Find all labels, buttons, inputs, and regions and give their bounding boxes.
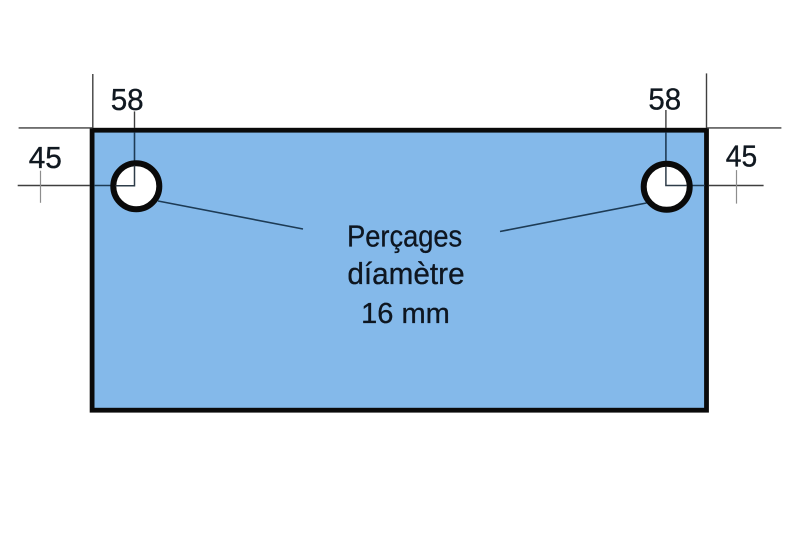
svg-text:45: 45 [29, 141, 62, 175]
svg-text:díamètre: díamètre [347, 258, 464, 291]
svg-text:58: 58 [111, 82, 144, 117]
svg-text:Perçages: Perçages [347, 220, 462, 253]
svg-text:45: 45 [726, 140, 757, 174]
svg-text:58: 58 [648, 82, 681, 117]
svg-text:16 mm: 16 mm [361, 298, 450, 330]
